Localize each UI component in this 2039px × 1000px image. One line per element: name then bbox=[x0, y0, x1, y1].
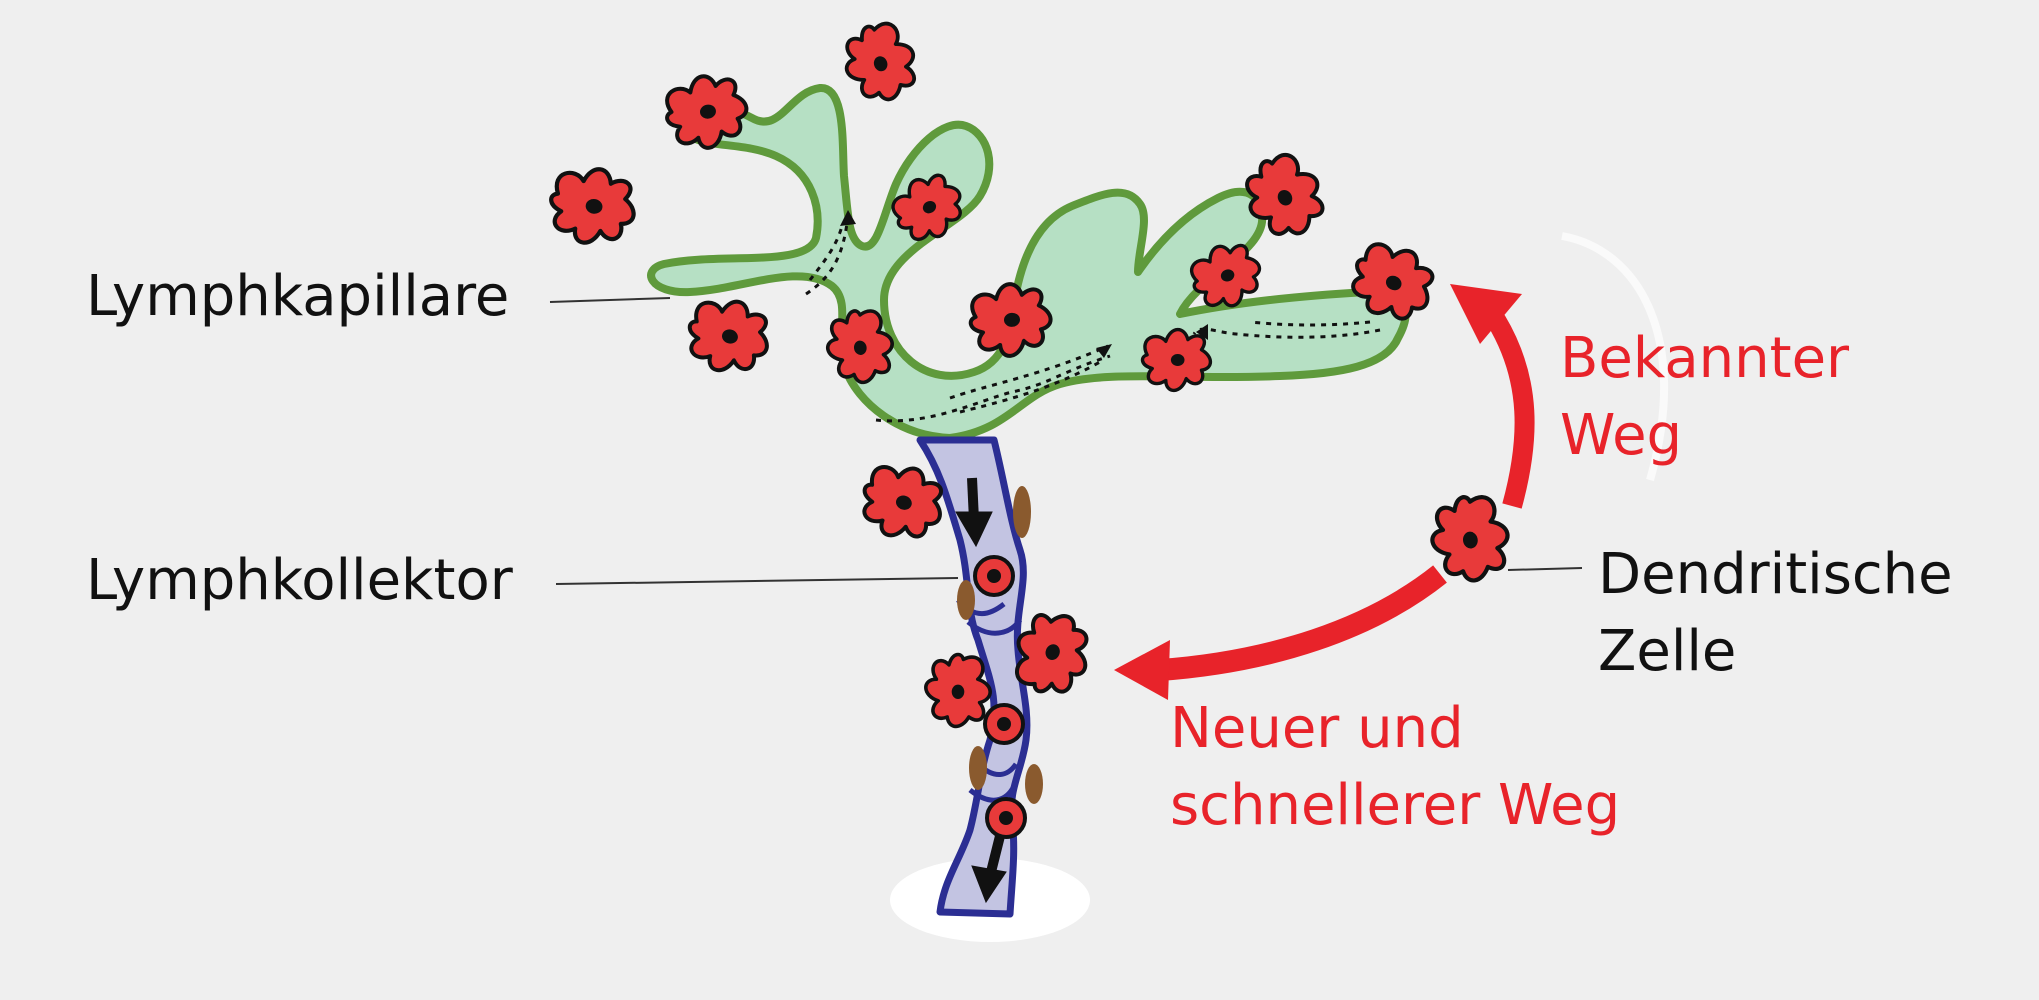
flow-arrows bbox=[955, 477, 1007, 904]
label-new-route-line2: schnellerer Weg bbox=[1170, 773, 1621, 839]
route-arrows bbox=[1114, 284, 1535, 700]
ghost-arc bbox=[1561, 232, 1669, 482]
label-known-route-line1: Bekannter bbox=[1560, 326, 1850, 391]
label-lymph-collector: Lymphkollektor bbox=[86, 548, 513, 613]
lumen-cell bbox=[985, 797, 1027, 839]
dendritic-cell bbox=[1426, 491, 1515, 587]
label-dendritic-cell: Dendritische Zelle bbox=[1598, 536, 1953, 691]
dendritic-cell bbox=[545, 162, 641, 251]
leader-lines bbox=[549, 297, 1583, 585]
dendritic-cell bbox=[833, 13, 927, 112]
label-dendritic-cell-line2: Zelle bbox=[1598, 619, 1737, 685]
pericytes bbox=[957, 486, 1043, 804]
dendritic-cell bbox=[678, 289, 779, 384]
migration-dotted-paths bbox=[805, 213, 1381, 423]
label-lymph-capillary: Lymphkapillare bbox=[86, 264, 510, 329]
label-known-route-line2: Weg bbox=[1560, 403, 1683, 469]
lumen-cell bbox=[973, 555, 1015, 597]
lymph-capillary bbox=[647, 84, 1410, 442]
label-new-route: Neuer und schnellerer Weg bbox=[1170, 690, 1620, 845]
label-known-route: Bekannter Weg bbox=[1560, 320, 1849, 475]
dendritic-cell bbox=[1140, 327, 1213, 393]
label-new-route-line1: Neuer und bbox=[1170, 696, 1464, 761]
label-dendritic-cell-line1: Dendritische bbox=[1598, 542, 1953, 607]
migration-arrowheads bbox=[840, 210, 1208, 358]
lumen-cell bbox=[983, 703, 1025, 745]
dendritic-cell bbox=[924, 652, 992, 729]
